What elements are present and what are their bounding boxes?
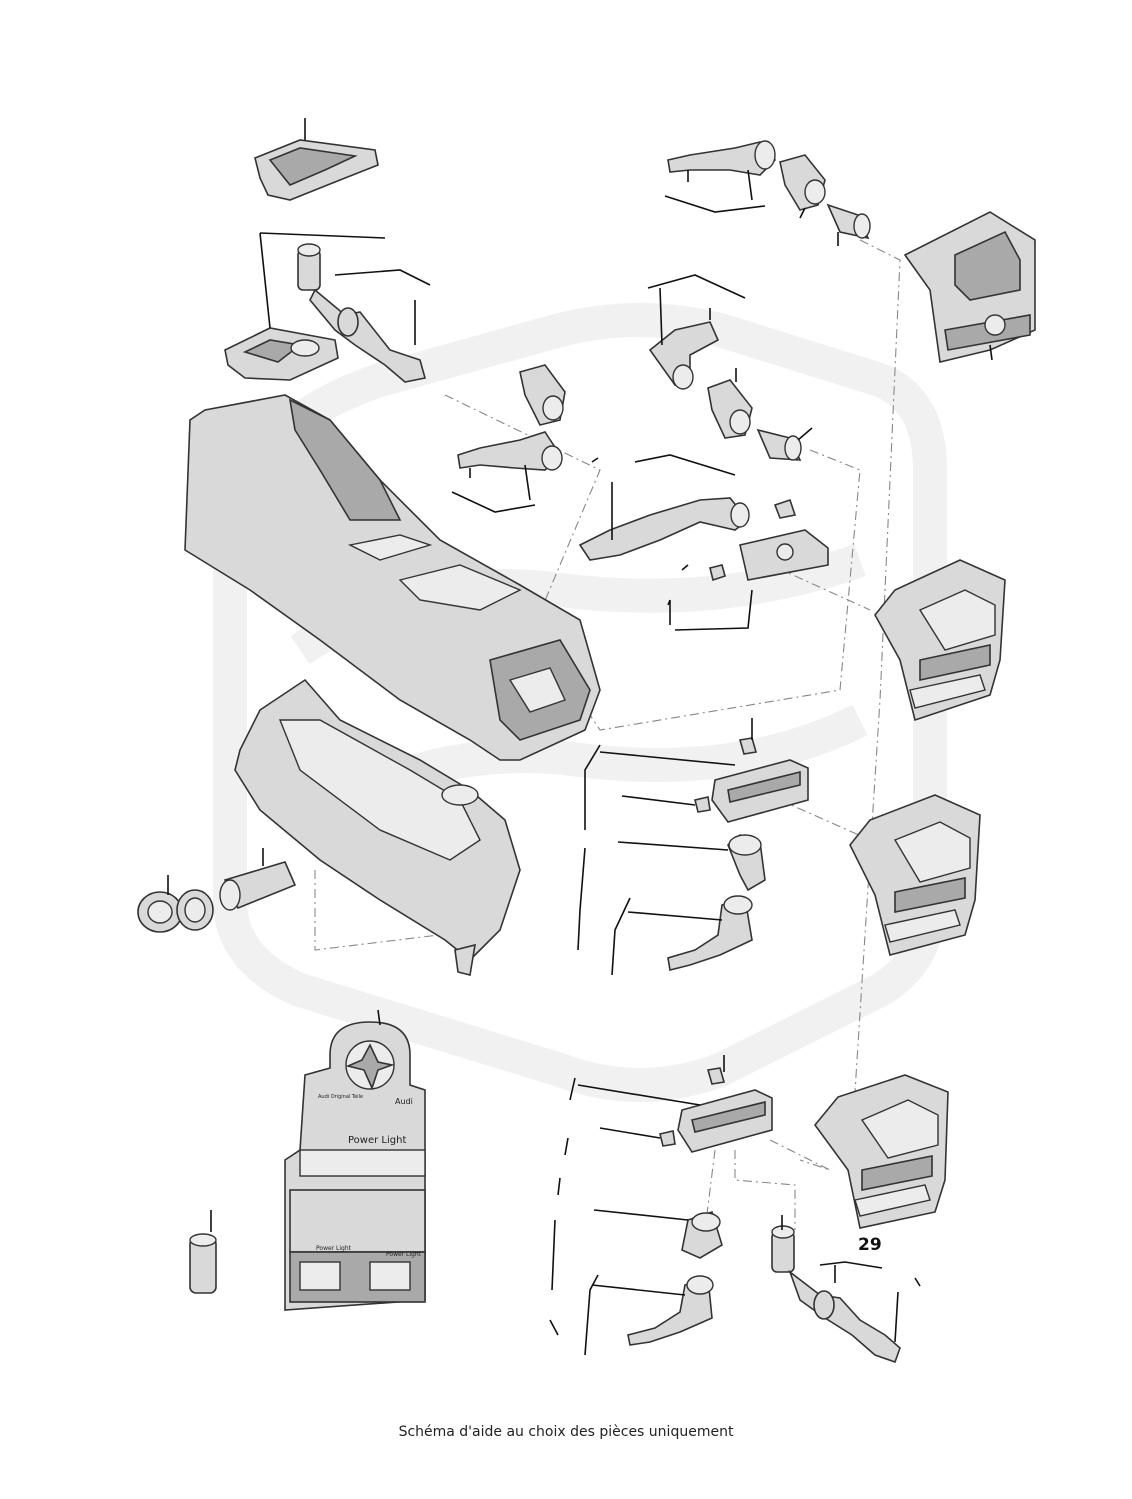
box-product-label-left: Power Light: [316, 1245, 352, 1252]
lower-side-trim: [234, 678, 521, 976]
lighter-socket-left: [219, 848, 297, 911]
rear-trim-panel-2: [874, 559, 1006, 722]
socket-harness-top-left: [297, 243, 431, 383]
socket-housing-right-upper: [707, 368, 753, 439]
socket-harness-part-29: 29: [771, 1215, 901, 1364]
assembly-guide-lines: [314, 239, 901, 1231]
harness-middle: [451, 431, 563, 513]
socket-middle-lower: [617, 834, 766, 892]
lighter-top-right: [826, 203, 871, 246]
storage-tray: [254, 118, 379, 201]
diagram-caption: Schéma d'aide au choix des pièces unique…: [398, 1424, 734, 1440]
control-unit-middle: [599, 718, 809, 823]
socket-with-harness-bottom: [591, 1275, 714, 1346]
box-brand-small: Audi Original Teile: [318, 1094, 363, 1100]
socket-12v-middle: [519, 364, 566, 426]
socket-with-harness-middle: [627, 895, 753, 971]
box-product-label-right: Power Light: [386, 1251, 422, 1258]
harness-right-middle: [578, 454, 750, 561]
power-light-display-box: Audi Original Teile Audi Power Light Pow…: [284, 1009, 426, 1311]
callout-number-29: 29: [858, 1235, 882, 1255]
rear-trim-panel-3: [849, 794, 981, 956]
socket-housing-top-right: [779, 154, 826, 219]
lighter-right-upper: [756, 427, 813, 461]
harness-right-upper: [647, 274, 746, 390]
trim-bezel-right-middle: [669, 498, 829, 631]
box-brand: Audi: [395, 1097, 413, 1106]
socket-bottom-1: [593, 1209, 723, 1259]
box-product-label: Power Light: [348, 1135, 406, 1146]
lighter-element: [189, 1210, 217, 1294]
ashtray-insert: [224, 232, 386, 381]
control-unit-bottom: [577, 1055, 773, 1153]
center-console: [184, 394, 601, 761]
leader-brackets: [549, 457, 921, 1356]
lighter-ring-left: [137, 875, 214, 933]
rear-trim-panel-4: [813, 1074, 949, 1229]
socket-harness-top-right: [664, 140, 777, 213]
rear-trim-panel-1: [903, 211, 1036, 363]
